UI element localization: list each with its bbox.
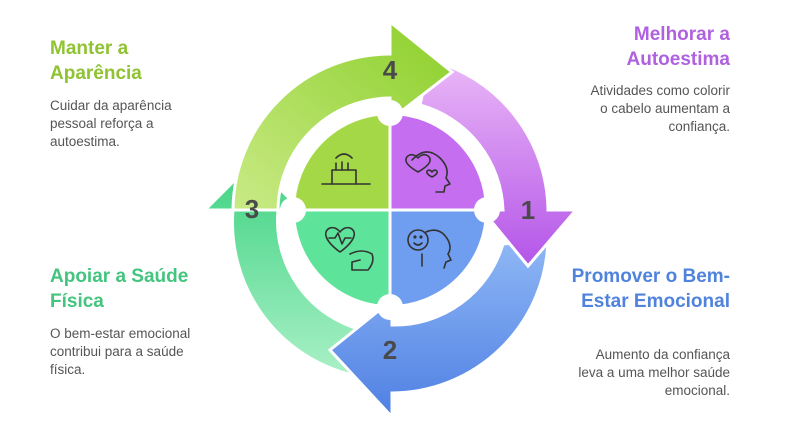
cycle-arrow-3 [201, 159, 364, 377]
step-4-title: Manter a Aparência [50, 38, 142, 84]
step-4-description: Cuidar da aparência pessoal reforça a au… [50, 98, 172, 149]
inner-quadrant-3 [293, 210, 390, 307]
cycle-arrow-4 [231, 18, 455, 212]
step-1-number: 1 [521, 195, 535, 225]
step-3-number: 3 [245, 194, 259, 224]
cycle-arrow-1 [418, 58, 580, 269]
cycle-arrow-2 [327, 238, 550, 421]
step-2-title: Promover o Bem-Estar Emocional [571, 266, 730, 312]
inner-quadrant-2 [390, 210, 487, 307]
step-2-number: 2 [383, 335, 397, 365]
step-4-number: 4 [383, 55, 398, 85]
inner-quadrant-1 [390, 113, 487, 210]
smiling-face-head-icon [407, 229, 452, 269]
toothbrush-icon [321, 153, 371, 185]
step-1-description: Atividades como colorir o cabelo aumenta… [590, 83, 730, 134]
step-2-description: Aumento da confiança leva a uma melhor s… [578, 347, 730, 398]
step-3-title: Apoiar a Saúde Física [50, 266, 189, 312]
heartbeat-arm-icon [324, 226, 374, 271]
step-1-title: Melhorar a Autoestima [626, 24, 730, 70]
step-3-description: O bem-estar emocional contribui para a s… [50, 326, 191, 377]
heart-head-icon [405, 151, 451, 193]
